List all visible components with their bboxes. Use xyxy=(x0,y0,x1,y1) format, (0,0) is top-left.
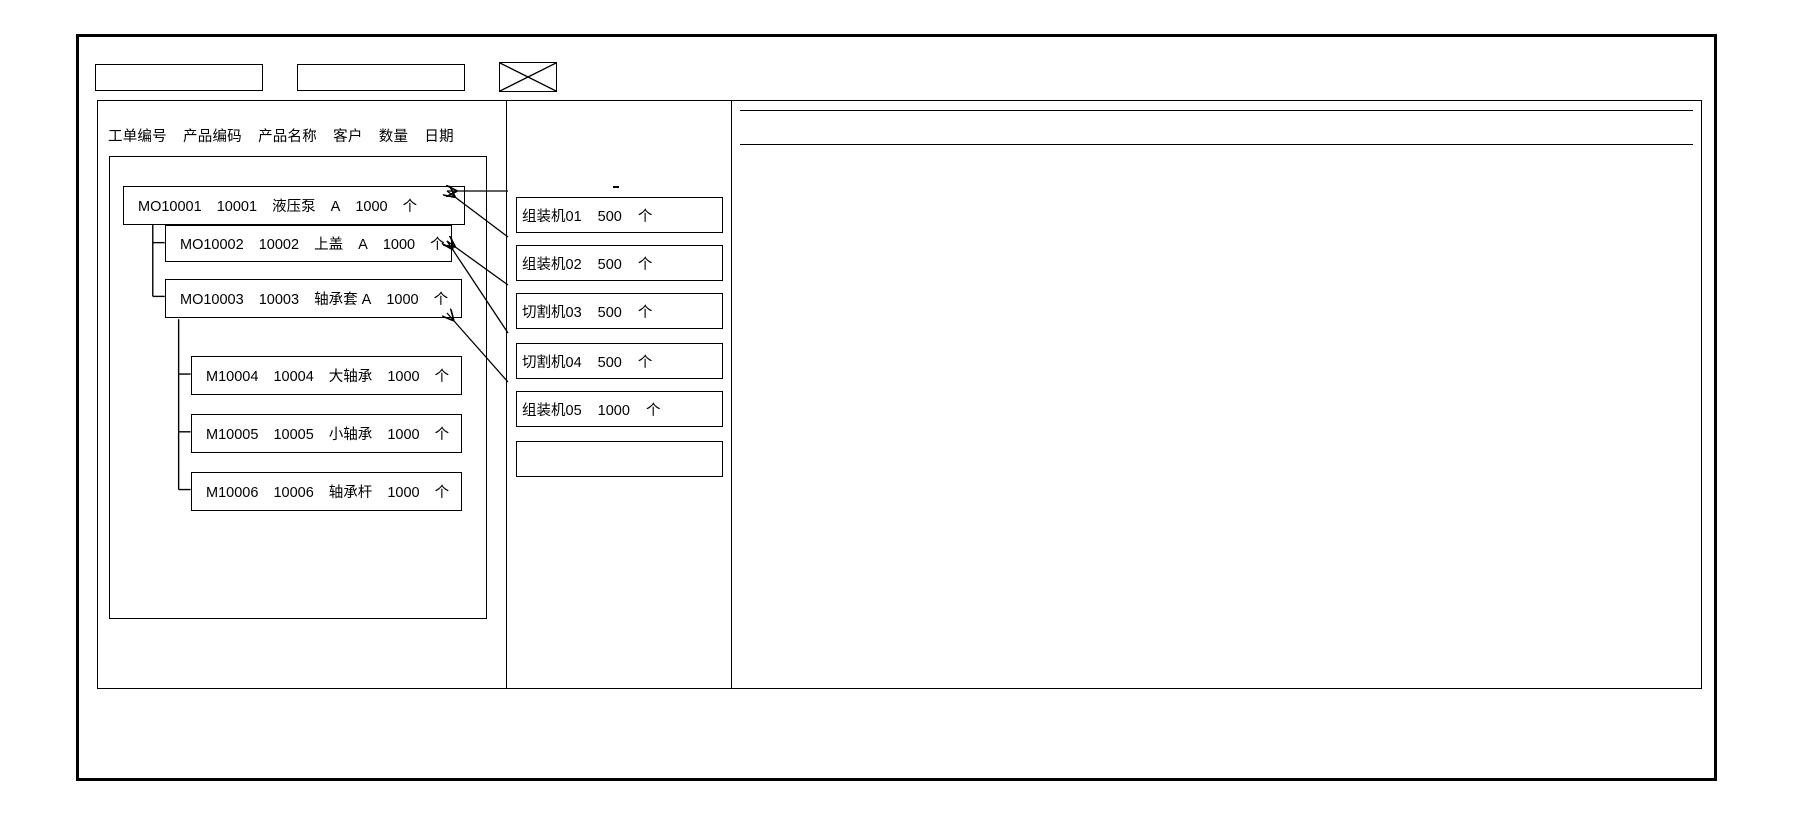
table-row[interactable]: MO10002 10002 上盖 A 1000 个 xyxy=(165,225,452,262)
cell-order-no: M10006 xyxy=(206,485,259,501)
detail-grid-header xyxy=(740,110,1693,145)
machine-capacity-panel: 组装机01 500 个 组装机02 500 个 切割机03 500 个 切割机0… xyxy=(506,100,732,689)
cell-unit: 个 xyxy=(402,199,418,215)
toolbar-button-2[interactable] xyxy=(297,63,465,91)
table-row[interactable]: M10005 10005 小轴承 1000 个 xyxy=(191,414,462,453)
cell-product-name: 轴承套 A xyxy=(314,292,372,308)
machine-name: 切割机03 xyxy=(522,304,582,321)
cell-product-name: 上盖 xyxy=(314,237,344,253)
detail-grid-body xyxy=(740,145,1693,678)
list-item[interactable]: 切割机04 500 个 xyxy=(516,343,723,379)
application-window: 工单编号 产品编码 产品名称 客户 数量 日期 xyxy=(76,34,1717,781)
cell-product-code: 10006 xyxy=(273,485,314,501)
cell-product-name: 小轴承 xyxy=(328,427,373,443)
cell-quantity: 1000 xyxy=(355,199,388,215)
machine-name: 组装机05 xyxy=(522,402,582,419)
table-row[interactable]: MO10003 10003 轴承套 A 1000 个 xyxy=(165,279,462,318)
cell-product-name: 轴承杆 xyxy=(328,485,373,501)
table-row[interactable]: M10004 10004 大轴承 1000 个 xyxy=(191,356,462,395)
list-item-empty[interactable] xyxy=(516,441,723,477)
cell-product-code: 10002 xyxy=(258,237,300,253)
column-header-customer: 客户 xyxy=(333,129,363,145)
cell-order-no: MO10003 xyxy=(180,292,244,308)
list-item[interactable]: 组装机01 500 个 xyxy=(516,197,723,233)
work-order-tree-panel: 工单编号 产品编码 产品名称 客户 数量 日期 xyxy=(97,100,507,689)
panel-marker-dot xyxy=(613,186,619,188)
toolbar xyxy=(95,62,557,92)
cell-unit: 个 xyxy=(430,237,445,253)
list-item[interactable]: 组装机05 1000 个 xyxy=(516,391,723,427)
machine-unit: 个 xyxy=(637,354,653,371)
cell-quantity: 1000 xyxy=(386,292,419,308)
list-item[interactable]: 组装机02 500 个 xyxy=(516,245,723,281)
column-header-order-no: 工单编号 xyxy=(108,129,167,145)
cell-product-name: 液压泵 xyxy=(272,199,316,215)
column-header-product-code: 产品编码 xyxy=(183,129,242,145)
cell-unit: 个 xyxy=(434,485,450,501)
machine-name: 组装机02 xyxy=(522,256,582,273)
machine-unit: 个 xyxy=(645,402,661,419)
machine-unit: 个 xyxy=(637,304,653,321)
machine-unit: 个 xyxy=(637,208,653,225)
table-row[interactable]: MO10001 10001 液压泵 A 1000 个 xyxy=(123,186,465,225)
machine-name: 切割机04 xyxy=(522,354,582,371)
cell-quantity: 1000 xyxy=(387,369,420,385)
cell-order-no: MO10002 xyxy=(180,237,244,253)
cell-product-code: 10001 xyxy=(216,199,258,215)
cell-unit: 个 xyxy=(434,427,450,443)
machine-qty: 500 xyxy=(597,208,622,225)
image-placeholder-icon[interactable] xyxy=(499,62,557,92)
cell-customer: A xyxy=(358,237,368,253)
detail-grid-panel xyxy=(731,100,1702,689)
tree-frame: MO10001 10001 液压泵 A 1000 个 MO10002 10002… xyxy=(109,156,487,619)
column-header-quantity: 数量 xyxy=(378,129,409,145)
cell-unit: 个 xyxy=(434,369,450,385)
cell-product-code: 10005 xyxy=(273,427,314,443)
column-header-product-name: 产品名称 xyxy=(258,129,317,145)
machine-qty: 1000 xyxy=(597,402,630,419)
machine-unit: 个 xyxy=(637,256,653,273)
cell-product-code: 10003 xyxy=(258,292,300,308)
cell-quantity: 1000 xyxy=(382,237,416,253)
cell-order-no: M10005 xyxy=(206,427,259,443)
cell-quantity: 1000 xyxy=(387,485,420,501)
toolbar-button-1[interactable] xyxy=(95,63,263,91)
machine-name: 组装机01 xyxy=(522,208,582,225)
cell-order-no: M10004 xyxy=(206,369,259,385)
list-item[interactable]: 切割机03 500 个 xyxy=(516,293,723,329)
cell-customer: A xyxy=(330,199,341,215)
machine-qty: 500 xyxy=(597,354,622,371)
cell-product-code: 10004 xyxy=(273,369,314,385)
cell-unit: 个 xyxy=(433,292,449,308)
cell-product-name: 大轴承 xyxy=(328,369,373,385)
cell-quantity: 1000 xyxy=(387,427,420,443)
table-row[interactable]: M10006 10006 轴承杆 1000 个 xyxy=(191,472,462,511)
machine-qty: 500 xyxy=(597,304,622,321)
machine-qty: 500 xyxy=(597,256,622,273)
cell-order-no: MO10001 xyxy=(138,199,202,215)
column-header-date: 日期 xyxy=(424,129,454,145)
column-headers: 工单编号 产品编码 产品名称 客户 数量 日期 xyxy=(108,125,454,146)
